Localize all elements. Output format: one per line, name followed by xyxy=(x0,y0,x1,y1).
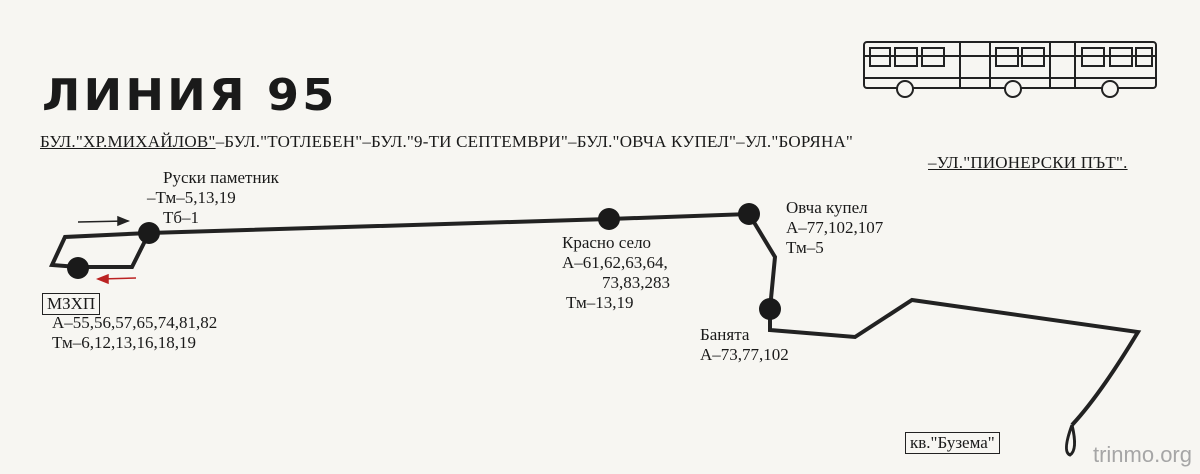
street-rest: –БУЛ."ТОТЛЕБЕН"–БУЛ."9-ТИ СЕПТЕМВРИ"–БУЛ… xyxy=(215,132,854,151)
direction-arrow-icon xyxy=(77,215,137,285)
stop-ruski-dot xyxy=(138,222,160,244)
stop-lines: Тм–5 xyxy=(786,238,824,257)
stop-banyata-label: Банята А–73,77,102 xyxy=(700,325,789,365)
stop-name: Красно село xyxy=(562,233,652,252)
street-last: –УЛ."ПИОНЕРСКИ ПЪТ". xyxy=(928,153,1128,172)
stop-lines: 73,83,283 xyxy=(602,273,670,292)
stop-banyata-dot xyxy=(759,298,781,320)
stop-lines: А–77,102,107 xyxy=(786,218,884,237)
stop-mzhp-dot xyxy=(67,257,89,279)
stop-mzhp-label: А–55,56,57,65,74,81,82 Тм–6,12,13,16,18,… xyxy=(52,313,217,353)
route-streets-line-2: –УЛ."ПИОНЕРСКИ ПЪТ". xyxy=(928,153,1128,173)
stop-name: Руски паметник xyxy=(163,168,279,187)
stop-krasno-label: Красно село А–61,62,63,64, 73,83,283 Тм–… xyxy=(562,233,670,313)
stop-lines: –Тм–5,13,19 xyxy=(147,188,236,207)
page-title: ЛИНИЯ 95 xyxy=(42,70,338,121)
stop-lines: А–55,56,57,65,74,81,82 xyxy=(52,313,218,332)
stop-lines: А–73,77,102 xyxy=(700,345,789,364)
stop-name: Овча купел xyxy=(786,198,868,217)
stop-lines: Тм–6,12,13,16,18,19 xyxy=(52,333,196,352)
terminal-loop xyxy=(1065,424,1077,457)
stop-lines: Тб–1 xyxy=(163,208,200,227)
watermark: trinmo.org xyxy=(1092,442,1192,467)
route-line xyxy=(148,211,1142,427)
stop-krasno-dot xyxy=(598,208,620,230)
route-streets-line-1: БУЛ."ХР.МИХАЙЛОВ"–БУЛ."ТОТЛЕБЕН"–БУЛ."9-… xyxy=(40,132,853,152)
stop-mzhp-box: МЗХП xyxy=(42,293,101,315)
bus-icon xyxy=(863,41,1157,98)
stop-name: Банята xyxy=(700,325,750,344)
street-first: БУЛ."ХР.МИХАЙЛОВ" xyxy=(40,132,216,151)
stop-ruski-label: Руски паметник –Тм–5,13,19 Тб–1 xyxy=(147,168,279,228)
stop-ovcha-label: Овча купел А–77,102,107 Тм–5 xyxy=(786,198,883,258)
stop-lines: Тм–13,19 xyxy=(566,293,634,312)
mzhp-loop xyxy=(48,231,151,269)
stop-lines: А–61,62,63,64, xyxy=(562,253,668,272)
stop-buzema-box: кв."Бузема" xyxy=(905,432,1000,454)
stop-ovcha-dot xyxy=(738,203,760,225)
